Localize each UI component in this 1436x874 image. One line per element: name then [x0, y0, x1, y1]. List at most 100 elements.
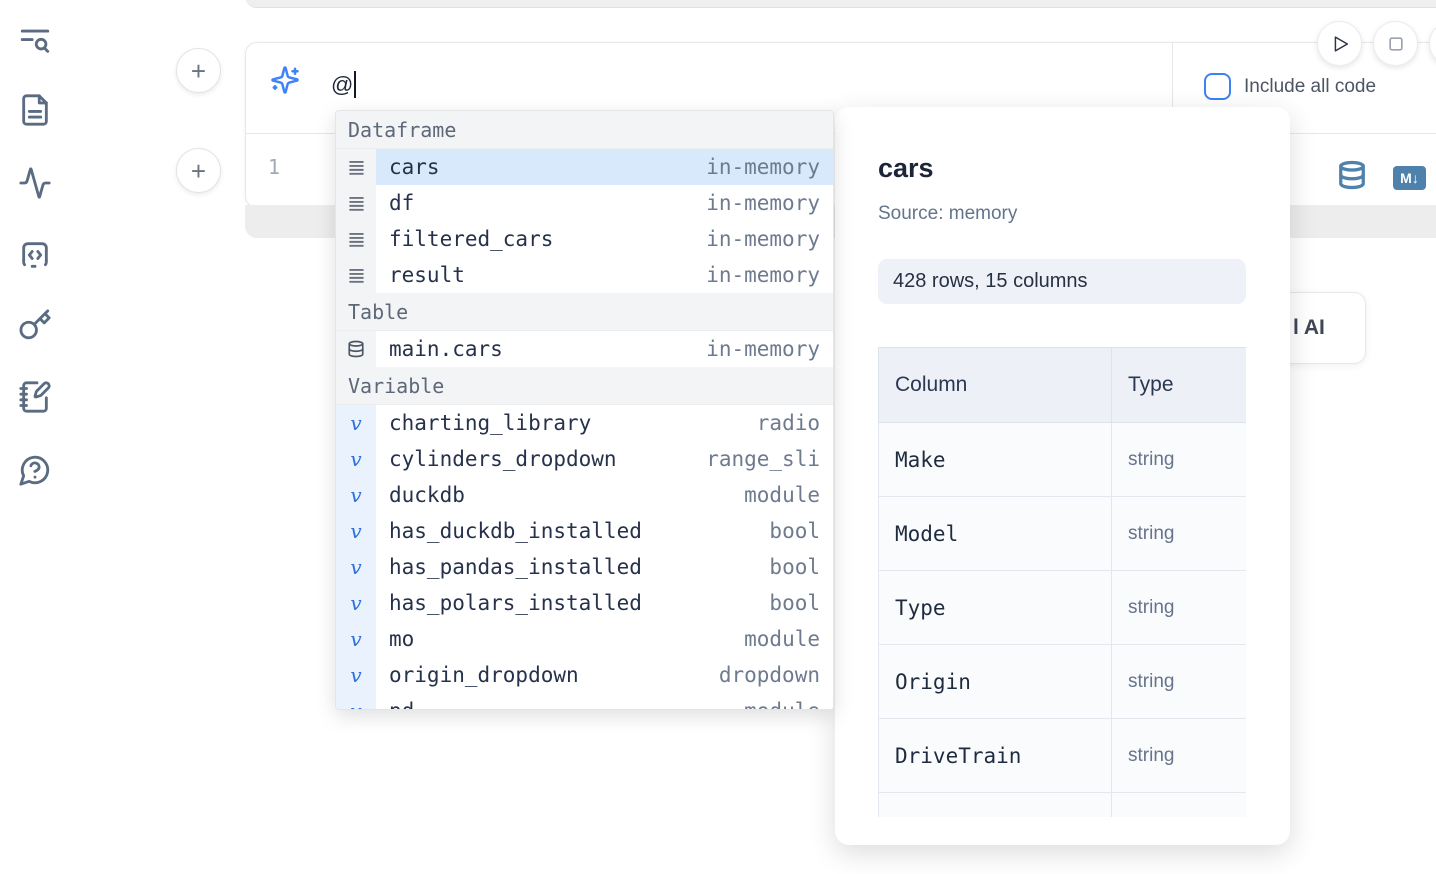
item-type: bool: [769, 591, 820, 615]
item-name: has_polars_installed: [389, 591, 642, 615]
autocomplete-section-header: Dataframe: [336, 111, 833, 149]
include-all-code-label: Include all code: [1244, 75, 1377, 97]
help-chat-icon[interactable]: [18, 453, 54, 489]
autocomplete-section-header: Variable: [336, 367, 833, 405]
variable-icon: v: [336, 693, 376, 709]
activity-icon[interactable]: [18, 166, 54, 202]
divider: [1172, 43, 1173, 134]
ai-button-label: l AI: [1293, 316, 1325, 339]
autocomplete-section-header: Table: [336, 293, 833, 331]
code-snippets-icon[interactable]: [18, 238, 54, 274]
item-type: in-memory: [706, 191, 820, 215]
schema-column-type: string: [1111, 644, 1246, 719]
schema-column-name: Type: [878, 570, 1112, 645]
stop-cell-button[interactable]: [1373, 21, 1418, 66]
variable-icon: v: [336, 477, 376, 513]
schema-column-type: string: [1111, 570, 1246, 645]
schema-column-name: Model: [878, 496, 1112, 571]
autocomplete-item[interactable]: filtered_cars in-memory: [336, 221, 833, 257]
item-type: in-memory: [706, 155, 820, 179]
item-type: in-memory: [706, 337, 820, 361]
autocomplete-item[interactable]: v cylinders_dropdown range_sli: [336, 441, 833, 477]
autocomplete-item[interactable]: main.cars in-memory: [336, 331, 833, 367]
schema-column-type: string: [1111, 718, 1246, 793]
line-number: 1: [268, 155, 281, 179]
ai-prompt-input[interactable]: @: [331, 71, 357, 98]
item-name: filtered_cars: [389, 227, 554, 251]
item-type: bool: [769, 519, 820, 543]
add-cell-button-bottom[interactable]: +: [176, 148, 221, 193]
item-name: pd: [376, 699, 414, 709]
variable-icon: v: [336, 549, 376, 585]
play-icon: [1334, 35, 1348, 52]
run-cell-button[interactable]: [1317, 21, 1362, 66]
item-type: radio: [756, 411, 820, 435]
table-database-icon: [336, 331, 376, 367]
previous-cell-console-strip: [245, 0, 1436, 8]
variable-icon: v: [336, 657, 376, 693]
schema-header-type: Type: [1111, 347, 1246, 423]
variable-icon: v: [336, 621, 376, 657]
dataframe-icon: [336, 185, 376, 221]
schema-header-column: Column: [878, 347, 1112, 423]
dataframe-icon: [336, 221, 376, 257]
item-type: dropdown: [718, 663, 820, 687]
schema-column-type: string: [1111, 496, 1246, 571]
variable-icon: v: [336, 441, 376, 477]
document-icon[interactable]: [18, 93, 54, 129]
markdown-export-icon[interactable]: M↓: [1393, 166, 1426, 190]
item-type: bool: [769, 555, 820, 579]
database-icon[interactable]: [1337, 160, 1367, 192]
text-cursor: [354, 71, 357, 98]
include-all-code-checkbox[interactable]: [1204, 73, 1231, 100]
add-cell-button-top[interactable]: +: [176, 48, 221, 93]
item-name: has_duckdb_installed: [389, 519, 642, 543]
item-name: charting_library: [389, 411, 592, 435]
preview-source: Source: memory: [878, 203, 1018, 224]
item-name: cars: [389, 155, 440, 179]
schema-column-name: DriveTrain: [878, 718, 1112, 793]
stop-icon: [1388, 36, 1403, 51]
item-name: df: [389, 191, 415, 215]
autocomplete-item[interactable]: vpd module: [336, 693, 833, 709]
toc-search-icon[interactable]: [18, 24, 54, 60]
key-icon[interactable]: [18, 308, 54, 344]
item-name: main.cars: [389, 337, 503, 361]
autocomplete-item[interactable]: cars in-memory: [336, 149, 833, 185]
item-name: has_pandas_installed: [389, 555, 642, 579]
item-name: result: [389, 263, 465, 287]
schema-column-type: string: [1111, 422, 1246, 497]
item-name: cylinders_dropdown: [389, 447, 617, 471]
item-type: in-memory: [706, 227, 820, 251]
sparkles-icon: [270, 65, 300, 95]
code-editor-row[interactable]: 1 M↓: [246, 134, 1436, 208]
item-type: range_sli: [706, 447, 820, 471]
autocomplete-item[interactable]: df in-memory: [336, 185, 833, 221]
dataframe-icon: [336, 149, 376, 185]
autocomplete-item[interactable]: v has_pandas_installed bool: [336, 549, 833, 585]
item-type: module: [744, 627, 820, 651]
item-name: duckdb: [389, 483, 465, 507]
item-type: module: [744, 699, 833, 709]
scratchpad-icon[interactable]: [18, 380, 54, 416]
schema-row: [878, 792, 1246, 817]
schema-column-type: [1111, 792, 1246, 817]
dataframe-icon: [336, 257, 376, 293]
preview-title: cars: [878, 153, 934, 183]
item-name: mo: [389, 627, 415, 651]
